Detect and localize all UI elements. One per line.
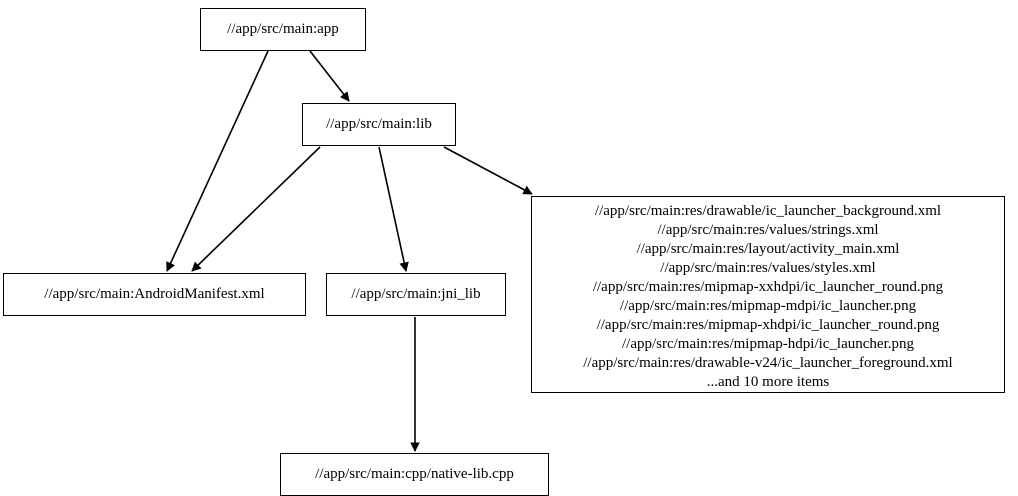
node-app[interactable]: //app/src/main:app <box>200 8 366 51</box>
node-android-manifest[interactable]: //app/src/main:AndroidManifest.xml <box>3 273 306 316</box>
node-jni-lib-label: //app/src/main:jni_lib <box>351 286 481 302</box>
edge-lib-to-jni-lib <box>378 146 409 272</box>
resource-line: //app/src/main:res/mipmap-xxhdpi/ic_laun… <box>592 279 944 295</box>
resource-line: //app/src/main:res/mipmap-xhdpi/ic_launc… <box>596 317 940 333</box>
node-android-manifest-label: //app/src/main:AndroidManifest.xml <box>44 286 265 302</box>
resource-line: //app/src/main:res/values/strings.xml <box>657 222 879 238</box>
node-native-lib-cpp-label: //app/src/main:cpp/native-lib.cpp <box>315 466 514 482</box>
edge-lib-to-resources <box>443 146 533 195</box>
node-resources-group[interactable]: //app/src/main:res/drawable/ic_launcher_… <box>531 196 1005 393</box>
resource-line: //app/src/main:res/mipmap-hdpi/ic_launch… <box>621 336 914 352</box>
node-lib[interactable]: //app/src/main:lib <box>302 103 456 146</box>
resource-line: //app/src/main:res/drawable/ic_launcher_… <box>594 203 942 219</box>
node-app-label: //app/src/main:app <box>227 21 339 37</box>
edge-app-to-manifest <box>166 50 269 272</box>
node-native-lib-cpp[interactable]: //app/src/main:cpp/native-lib.cpp <box>280 453 549 496</box>
resource-line: //app/src/main:res/mipmap-mdpi/ic_launch… <box>619 298 917 314</box>
edge-lib-to-manifest <box>191 146 321 272</box>
edge-app-to-lib <box>309 50 350 102</box>
node-jni-lib[interactable]: //app/src/main:jni_lib <box>326 273 506 316</box>
resource-line: //app/src/main:res/layout/activity_main.… <box>636 241 900 257</box>
resource-line: //app/src/main:res/drawable-v24/ic_launc… <box>583 355 953 371</box>
resource-line: ...and 10 more items <box>706 374 830 390</box>
node-lib-label: //app/src/main:lib <box>326 116 432 132</box>
resource-line: //app/src/main:res/values/styles.xml <box>660 260 876 276</box>
